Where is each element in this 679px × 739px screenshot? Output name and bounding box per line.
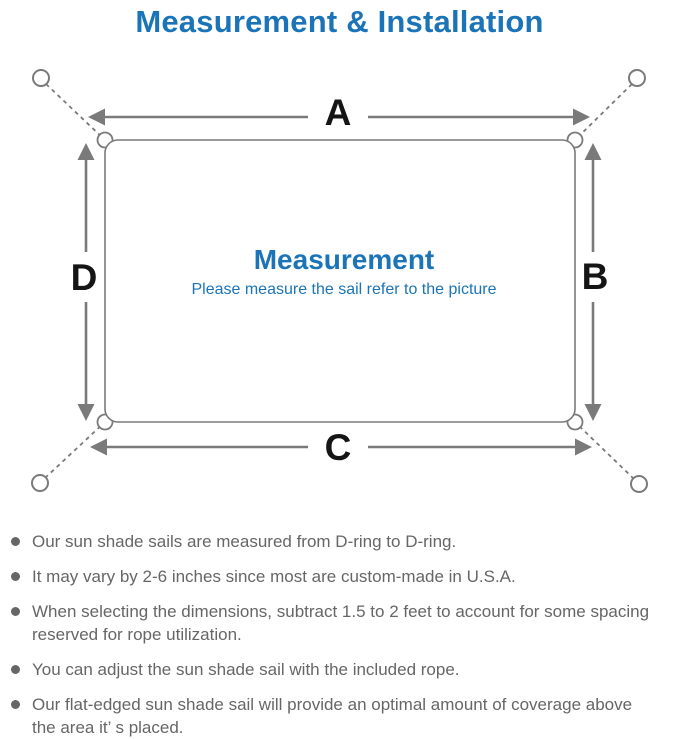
arrowhead-left-icon	[88, 108, 105, 126]
anchor-ring-icon-bottom-right	[630, 475, 648, 493]
note-item: When selecting the dimensions, subtract …	[8, 600, 658, 646]
dim-label-c: C	[325, 427, 352, 468]
bullet-dot-icon	[11, 665, 20, 674]
sail-outline	[104, 139, 576, 423]
arrowhead-up-icon	[584, 143, 602, 160]
arrowhead-right-icon	[575, 438, 592, 456]
arrowhead-up-icon	[77, 143, 95, 160]
note-text: Our flat-edged sun shade sail will provi…	[32, 695, 633, 737]
note-text: Our sun shade sails are measured from D-…	[32, 532, 457, 551]
dim-label-d: D	[71, 257, 98, 298]
guy-line-top-right	[574, 83, 633, 141]
bullet-dot-icon	[11, 607, 20, 616]
note-text: When selecting the dimensions, subtract …	[32, 602, 650, 644]
notes-list: Our sun shade sails are measured from D-…	[8, 530, 658, 739]
diagram-center-title: Measurement	[254, 244, 435, 275]
dim-label-b: B	[582, 256, 609, 297]
arrowhead-left-icon	[90, 438, 107, 456]
guy-line-top-left	[45, 83, 106, 141]
anchor-ring-icon-top-right	[628, 69, 646, 87]
note-item: You can adjust the sun shade sail with t…	[8, 658, 658, 681]
dim-label-a: A	[325, 92, 352, 133]
diagram-center-subtitle: Please measure the sail refer to the pic…	[191, 281, 496, 298]
bullet-dot-icon	[11, 572, 20, 581]
bullet-dot-icon	[11, 537, 20, 546]
note-item: Our sun shade sails are measured from D-…	[8, 530, 658, 553]
guy-line-bottom-right	[574, 421, 635, 480]
page-title: Measurement & Installation	[135, 4, 544, 39]
guy-line-bottom-left	[44, 421, 106, 479]
anchor-ring-icon-bottom-left	[31, 474, 49, 492]
sail-measurement-diagram: A B C D Measurement Please measure the s…	[31, 69, 648, 493]
note-text: It may vary by 2-6 inches since most are…	[32, 567, 516, 586]
note-item: It may vary by 2-6 inches since most are…	[8, 565, 658, 588]
anchor-ring-icon-top-left	[32, 69, 50, 87]
arrowhead-right-icon	[573, 108, 590, 126]
note-text: You can adjust the sun shade sail with t…	[32, 660, 460, 679]
note-item: Our flat-edged sun shade sail will provi…	[8, 693, 658, 739]
arrowhead-down-icon	[77, 404, 95, 421]
bullet-dot-icon	[11, 700, 20, 709]
arrowhead-down-icon	[584, 404, 602, 421]
